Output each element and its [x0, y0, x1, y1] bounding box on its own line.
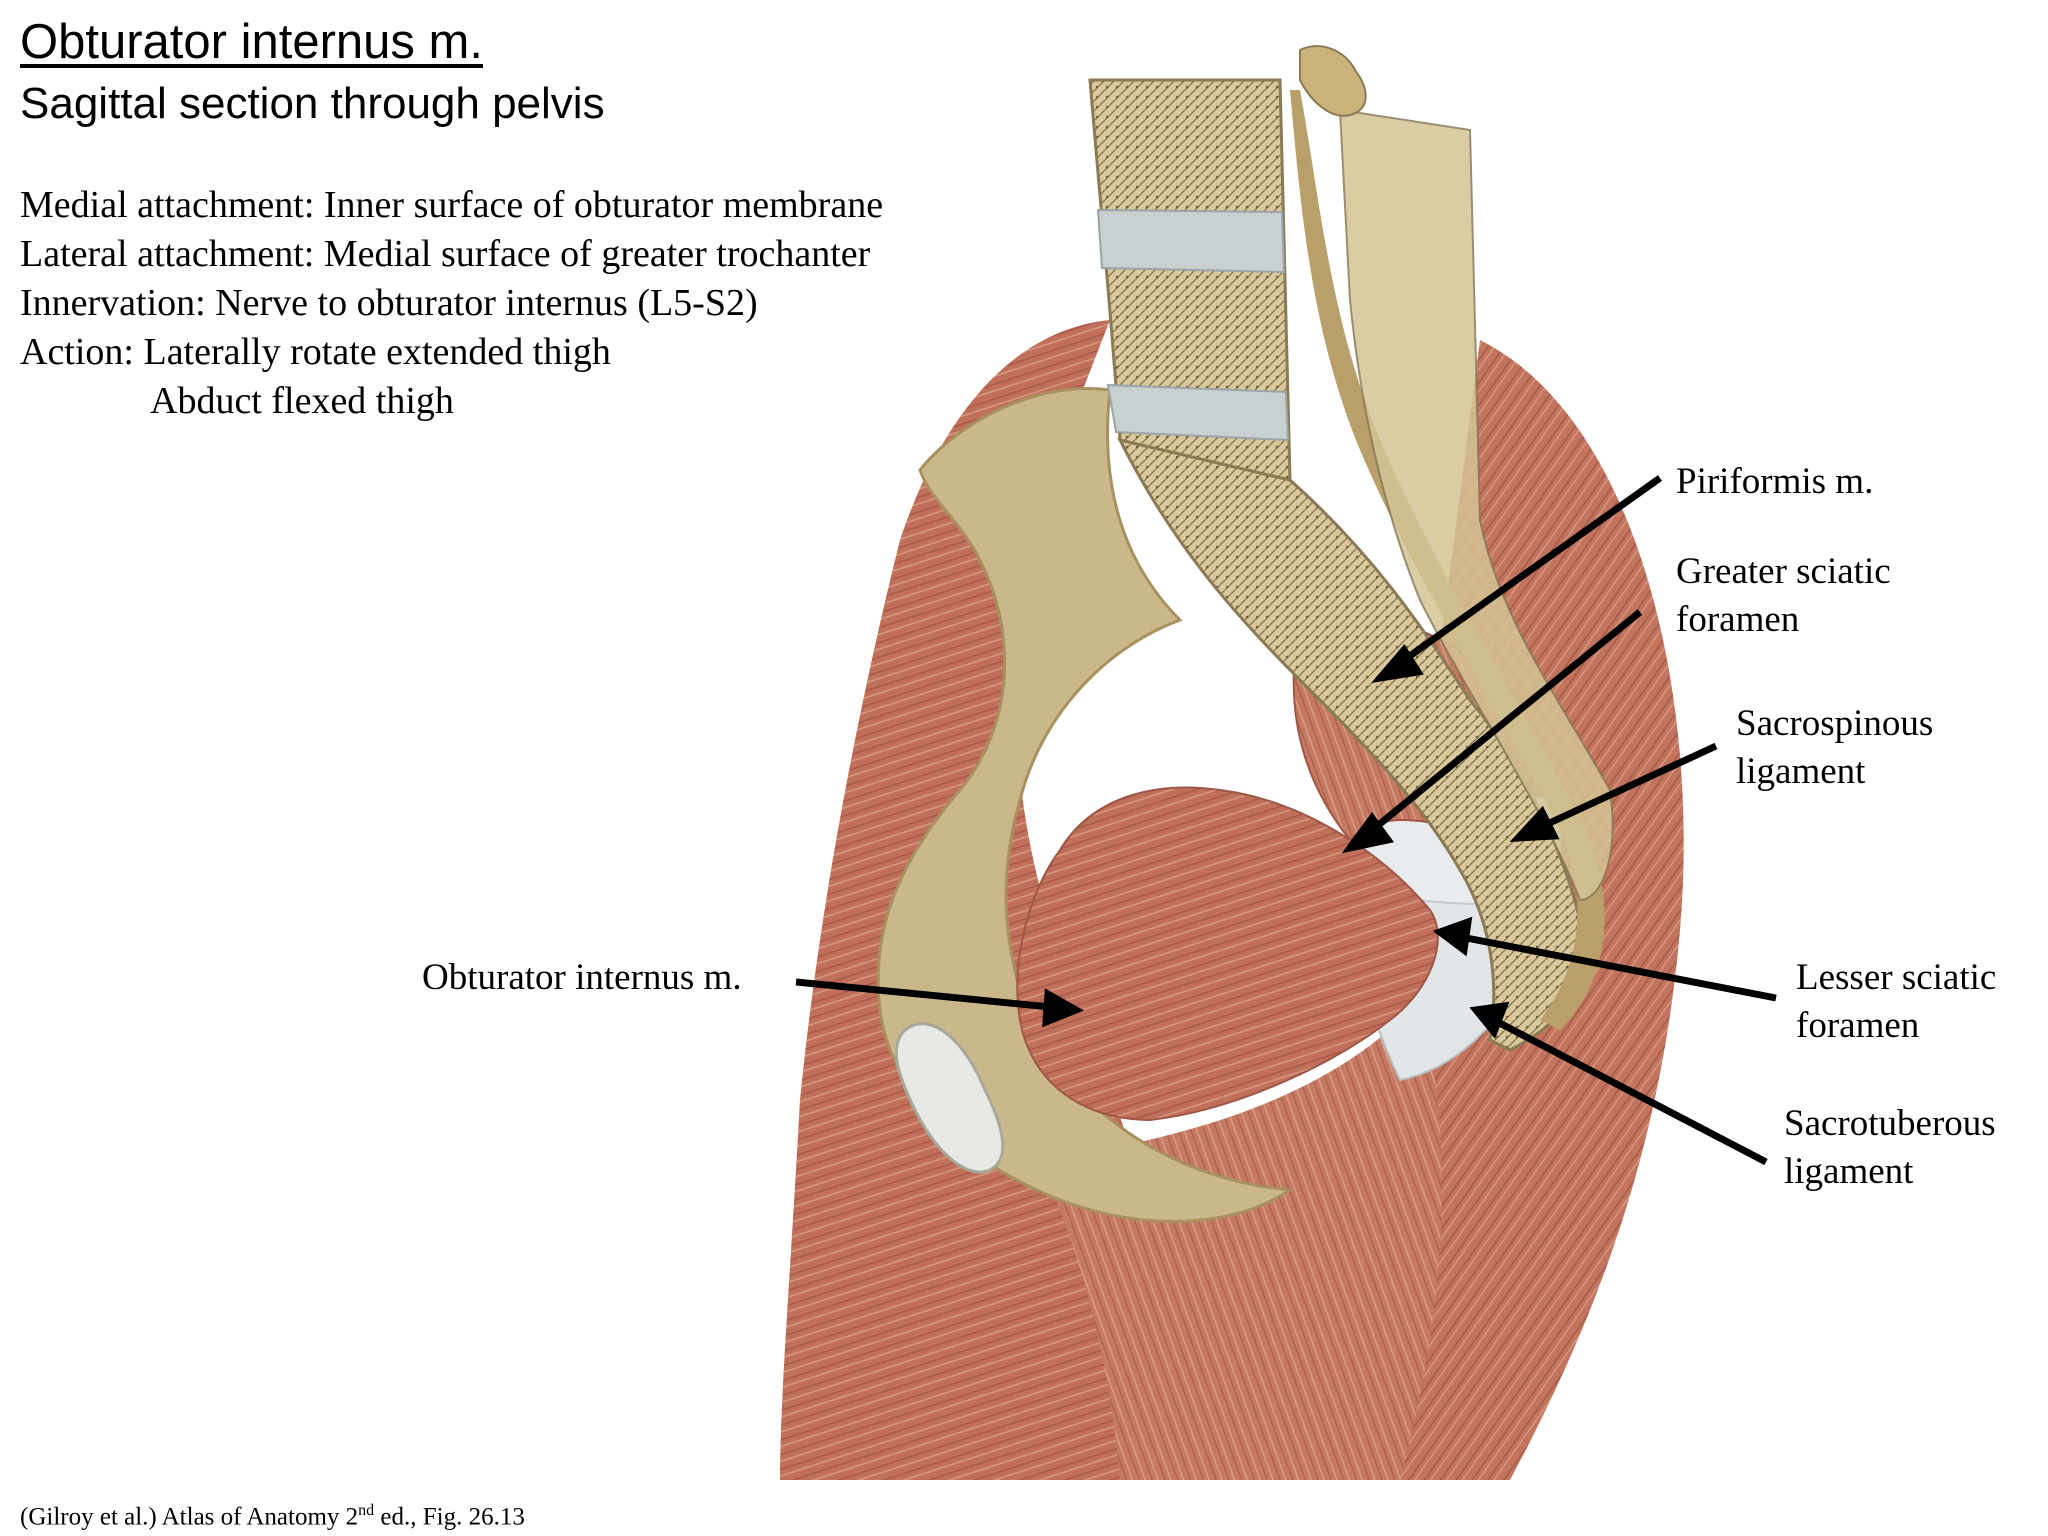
lesser-sciatic-label-line2: foramen: [1796, 1005, 1920, 1046]
piriformis-arrowhead: [1371, 644, 1424, 683]
greater-sciatic-label: Greater sciatic foramen: [1676, 548, 1891, 644]
hamstring-muscles: [1040, 1000, 1442, 1480]
source-credit: (Gilroy et al.) Atlas of Anatomy 2nd ed.…: [20, 1502, 525, 1531]
sacrotuberous-label-line1: Sacrotuberous: [1784, 1103, 1996, 1144]
greater-sciatic-label-line1: Greater sciatic: [1676, 551, 1891, 592]
spinous-processes: [1338, 108, 1614, 902]
greater-sciatic-arrowhead: [1341, 812, 1395, 854]
credit-superscript: nd: [358, 1502, 375, 1519]
lateral-attachment-text: Lateral attachment: Medial surface of gr…: [20, 233, 871, 275]
intervertebral-disc-2: [1106, 383, 1290, 442]
sacrospinous-arrow: [1528, 742, 1718, 836]
credit-suffix: ed., Fig. 26.13: [374, 1503, 525, 1531]
page-title: Obturator internus m.: [20, 15, 483, 69]
coccyx: [1299, 45, 1367, 117]
page-subtitle: Sagittal section through pelvis: [20, 79, 605, 128]
sacrospinous-label: Sacrospinous ligament: [1736, 700, 1933, 796]
piriformis-label: Piriformis m.: [1676, 458, 1873, 506]
obturator-label: Obturator internus m.: [422, 954, 742, 1002]
lesser-sciatic-arrowhead: [1432, 916, 1473, 957]
innervation-text: Innervation: Nerve to obturator internus…: [20, 282, 758, 324]
piriformis-label-text: Piriformis m.: [1676, 461, 1874, 502]
lesser-sciatic-label: Lesser sciatic foramen: [1796, 954, 1996, 1050]
obturator-internus-muscle: [1016, 786, 1439, 1122]
intervertebral-disc-1: [1096, 208, 1286, 274]
medial-attachment-text: Medial attachment: Inner surface of obtu…: [20, 184, 884, 226]
sacrospinous-arrowhead: [1509, 805, 1560, 842]
greater-sciatic-arrow: [1357, 609, 1643, 843]
pubic-symphysis: [894, 1022, 1005, 1174]
sacrotuberous-label-line2: ligament: [1784, 1151, 1914, 1192]
greater-sciatic-label-line2: foramen: [1676, 599, 1800, 640]
credit-prefix: (Gilroy et al.) Atlas of Anatomy 2: [20, 1503, 359, 1531]
obturator-arrowhead: [1042, 988, 1085, 1028]
sacrotuberous-arrow: [1488, 1014, 1768, 1166]
sacrospinous-label-line2: ligament: [1736, 751, 1866, 792]
action-text-2: Abduct flexed thigh: [150, 380, 454, 422]
obturator-label-text: Obturator internus m.: [422, 957, 742, 998]
sacrospinous-label-line1: Sacrospinous: [1736, 703, 1934, 744]
label-arrows: [795, 475, 1777, 1166]
hip-bone: [876, 387, 1295, 1223]
piriformis-arrow: [1387, 475, 1663, 673]
action-text: Action: Laterally rotate extended thigh: [20, 331, 611, 373]
obturator-arrow: [795, 978, 1061, 1012]
lesser-sciatic-label-line1: Lesser sciatic: [1796, 957, 1997, 998]
lesser-sciatic-arrow: [1455, 932, 1777, 1002]
sacrotuberous-label: Sacrotuberous ligament: [1784, 1100, 1996, 1196]
sacrum: [1117, 437, 1584, 1052]
sacrotuberous-arrowhead: [1469, 1001, 1510, 1039]
